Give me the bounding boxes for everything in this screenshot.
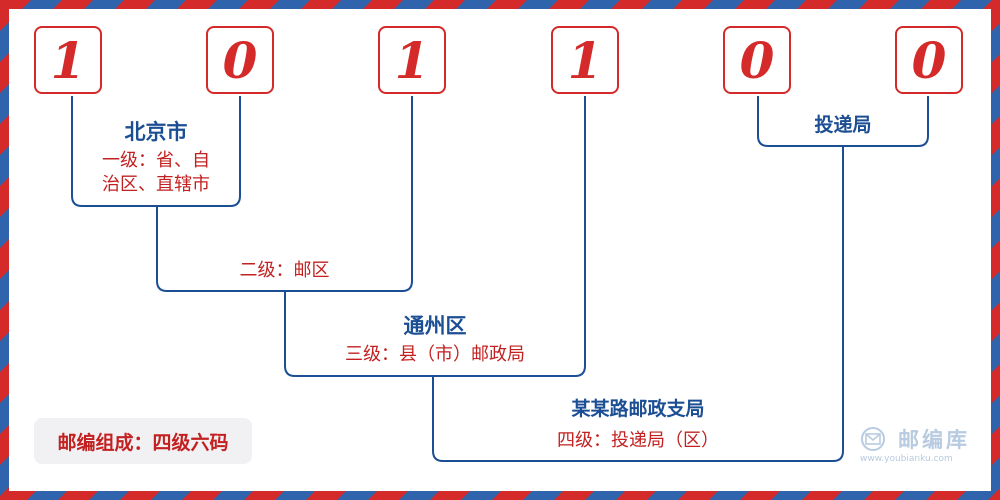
- watermark-url: www.youbianku.com: [860, 454, 953, 464]
- postcode-digit-3: 1: [378, 26, 446, 94]
- postcode-digit-2: 0: [206, 26, 274, 94]
- site-watermark: 邮编库 www.youbianku.com: [858, 424, 988, 470]
- postcode-digit-6: 0: [895, 26, 963, 94]
- delivery-title: 投递局: [814, 114, 872, 136]
- bracket-level4: [432, 146, 844, 462]
- level3-title: 通州区: [403, 314, 467, 338]
- postcode-digit-4: 1: [551, 26, 619, 94]
- envelope-icon: [861, 427, 885, 451]
- level1-title: 北京市: [124, 120, 188, 144]
- watermark-name: 邮编库: [898, 428, 970, 452]
- level4-title: 某某路邮政支局: [571, 398, 705, 420]
- composition-legend: 邮编组成：四级六码: [34, 418, 252, 464]
- level1-desc-line1: 一级：省、自: [102, 150, 210, 171]
- level1-desc-line2: 治区、直辖市: [102, 174, 210, 195]
- connector-lines: [71, 96, 929, 462]
- postcode-digit-5: 0: [723, 26, 791, 94]
- level2-desc: 二级：邮区: [239, 260, 330, 281]
- level4-desc: 四级：投递局（区）: [557, 430, 719, 451]
- level3-desc: 三级：县（市）邮政局: [345, 344, 525, 365]
- bracket-level3: [284, 96, 586, 377]
- postcode-digit-1: 1: [34, 26, 102, 94]
